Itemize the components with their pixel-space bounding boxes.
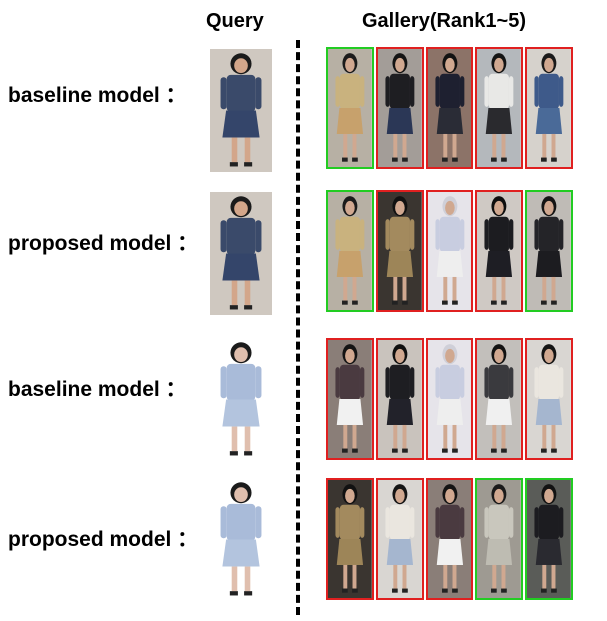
gallery-image-rank5 — [525, 47, 573, 169]
query-column-header: Query — [206, 10, 264, 32]
gallery-column-header: Gallery(Rank1~5) — [362, 10, 526, 32]
gallery-image-rank1 — [326, 47, 374, 169]
gallery-image-rank3 — [425, 338, 474, 460]
gallery-image-rank4 — [475, 47, 524, 169]
gallery-image-rank4 — [475, 478, 524, 600]
gallery-strip — [326, 338, 573, 460]
gallery-image-rank4 — [475, 190, 524, 312]
gallery-strip — [326, 190, 573, 312]
gallery-image-rank1 — [326, 190, 374, 312]
query-image — [210, 478, 272, 601]
gallery-image-rank2 — [375, 478, 424, 600]
gallery-image-rank3 — [425, 47, 474, 169]
gallery-image-rank3 — [425, 478, 474, 600]
gallery-image-rank3 — [425, 190, 474, 312]
gallery-image-rank5 — [525, 338, 573, 460]
gallery-image-rank5 — [525, 478, 573, 600]
query-image — [210, 49, 272, 172]
gallery-image-rank1 — [326, 338, 374, 460]
gallery-image-rank2 — [375, 47, 424, 169]
gallery-image-rank2 — [375, 338, 424, 460]
row-label: proposed model ： — [8, 232, 199, 255]
dashed-divider — [296, 40, 300, 615]
query-image — [210, 192, 272, 315]
row-label: baseline model ： — [8, 378, 187, 401]
query-image — [210, 338, 272, 461]
gallery-strip — [326, 478, 573, 600]
gallery-strip — [326, 47, 573, 169]
gallery-image-rank5 — [525, 190, 573, 312]
gallery-image-rank4 — [475, 338, 524, 460]
gallery-image-rank2 — [375, 190, 424, 312]
gallery-image-rank1 — [326, 478, 374, 600]
row-label: proposed model ： — [8, 528, 199, 551]
row-label: baseline model ： — [8, 84, 187, 107]
